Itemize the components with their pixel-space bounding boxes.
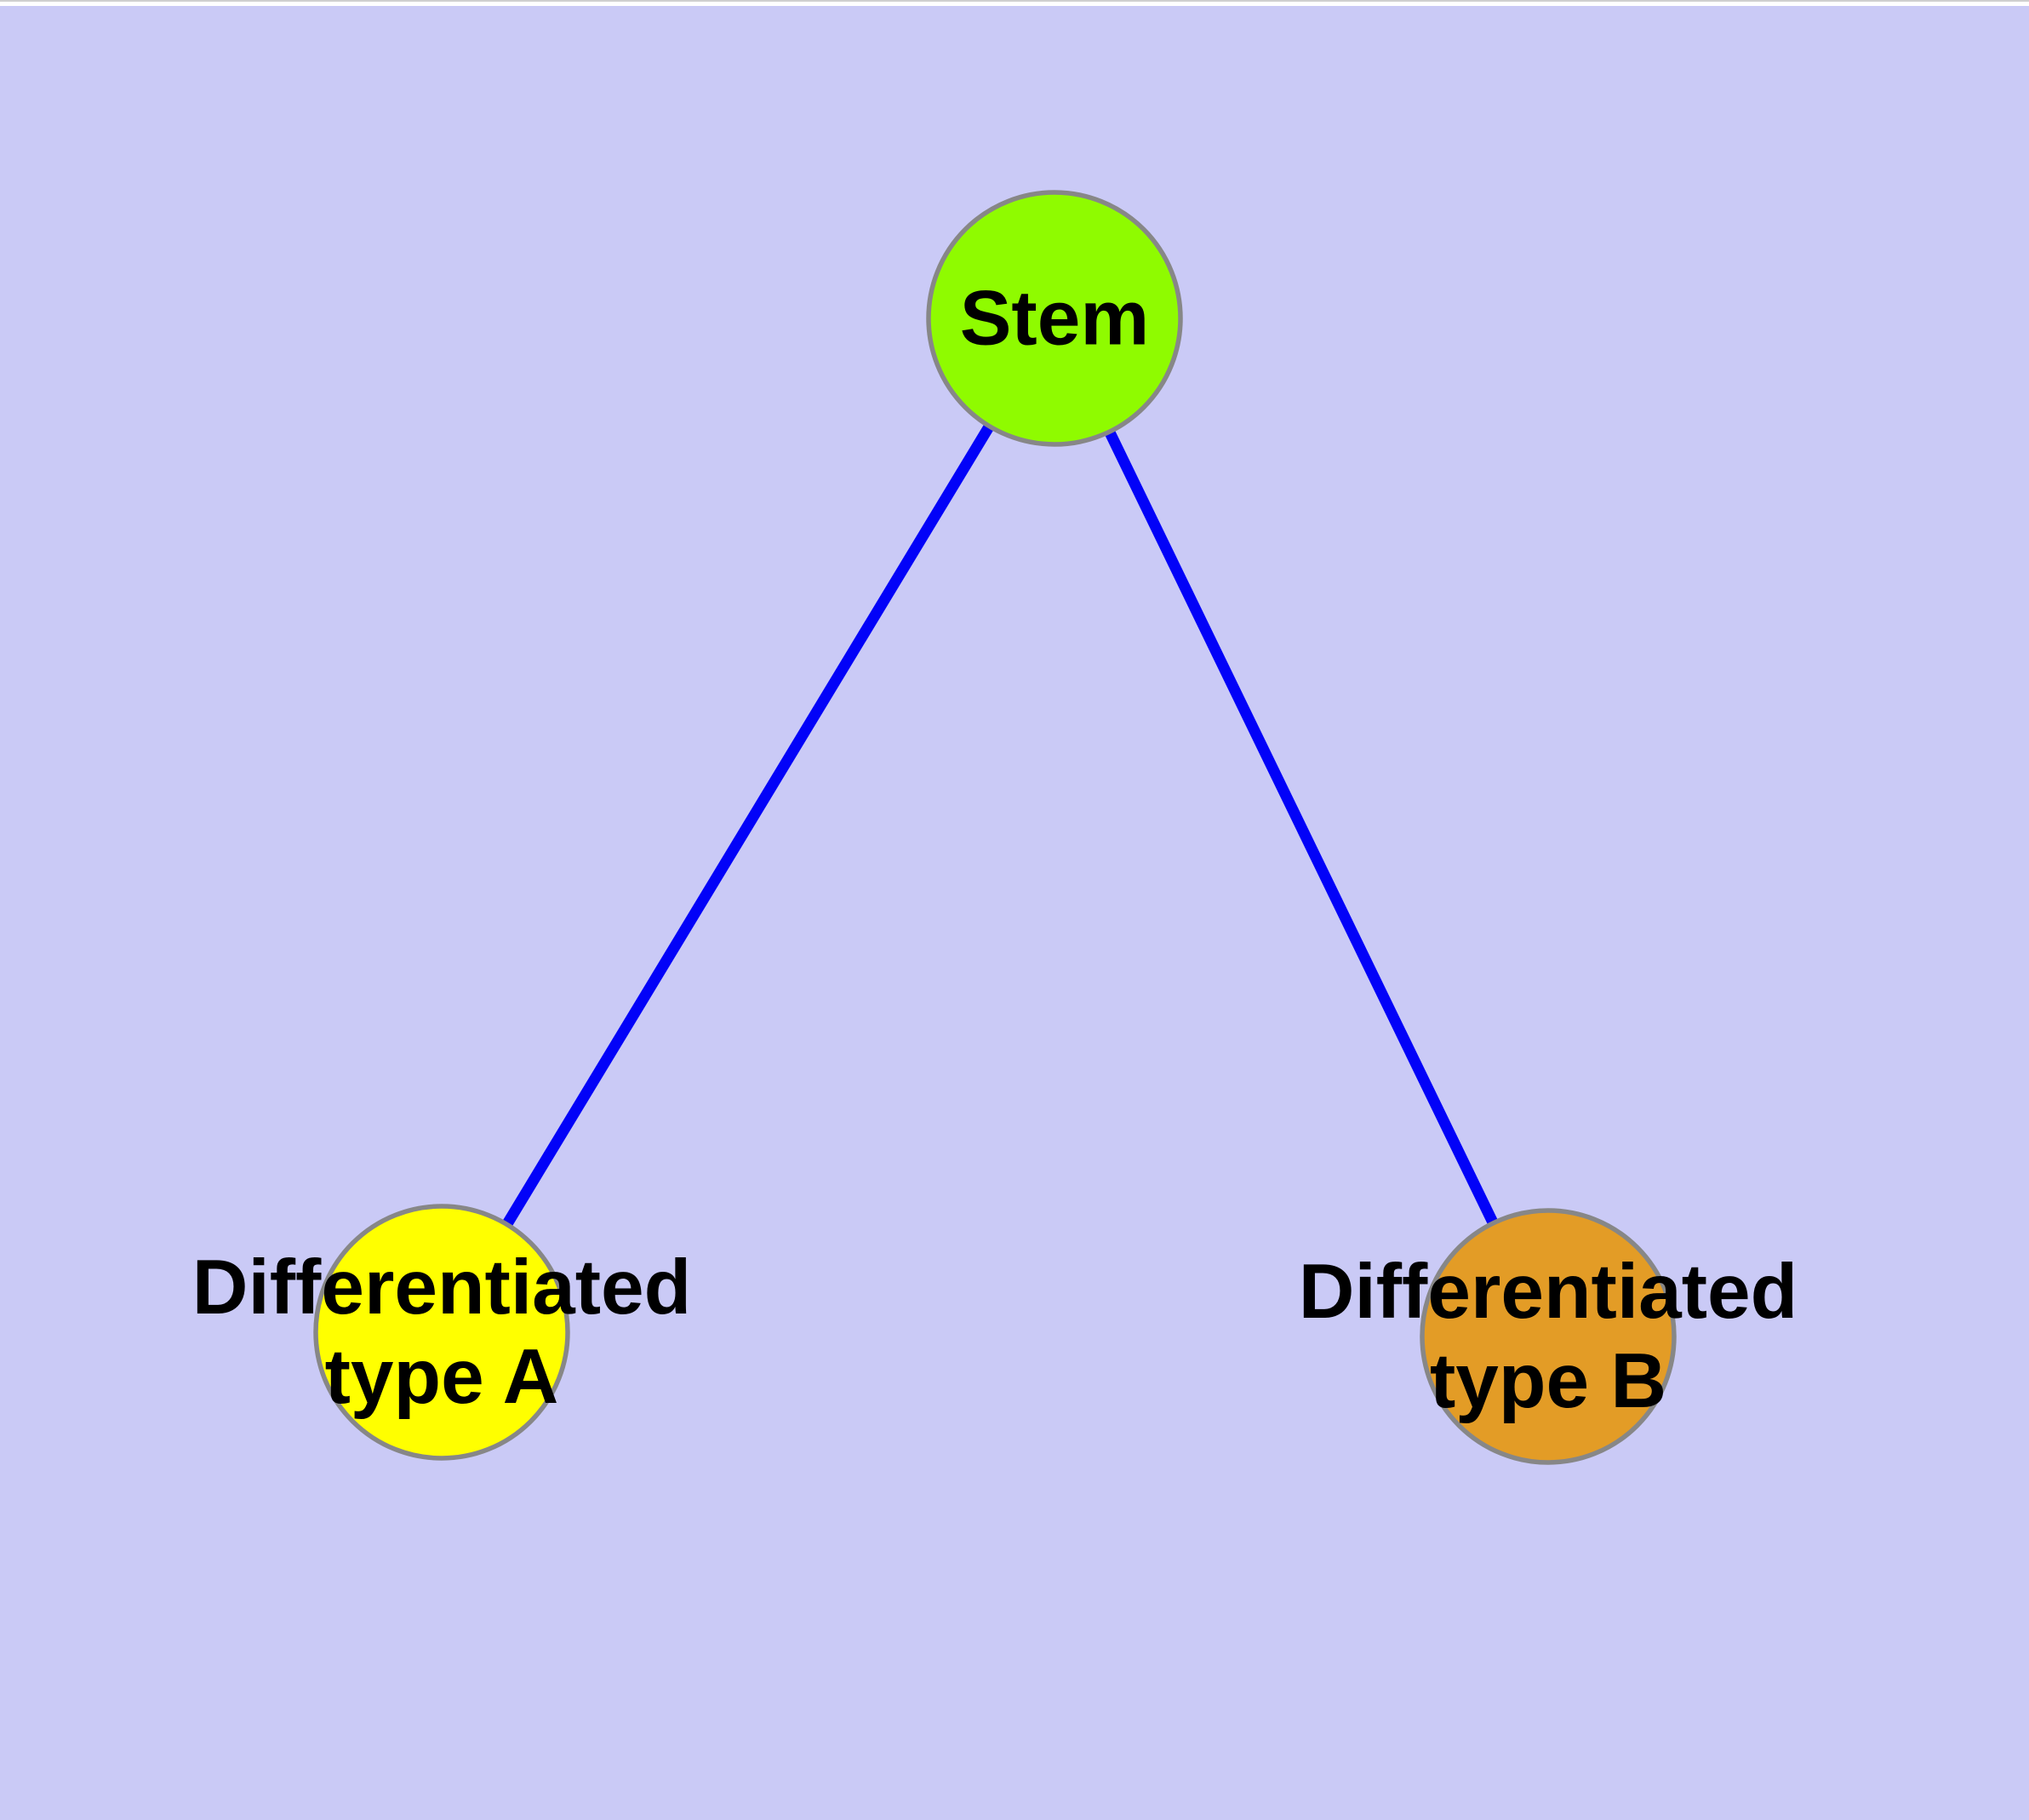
node-stem <box>926 190 1183 447</box>
node-differentiated-type-b <box>1420 1208 1677 1465</box>
window-top-hairline <box>0 0 2029 2</box>
window-top-strip <box>0 2 2029 6</box>
edge-stem-to-type-b <box>1049 316 1553 1339</box>
node-differentiated-type-a <box>313 1204 570 1461</box>
edge-stem-to-type-a <box>437 315 1060 1336</box>
